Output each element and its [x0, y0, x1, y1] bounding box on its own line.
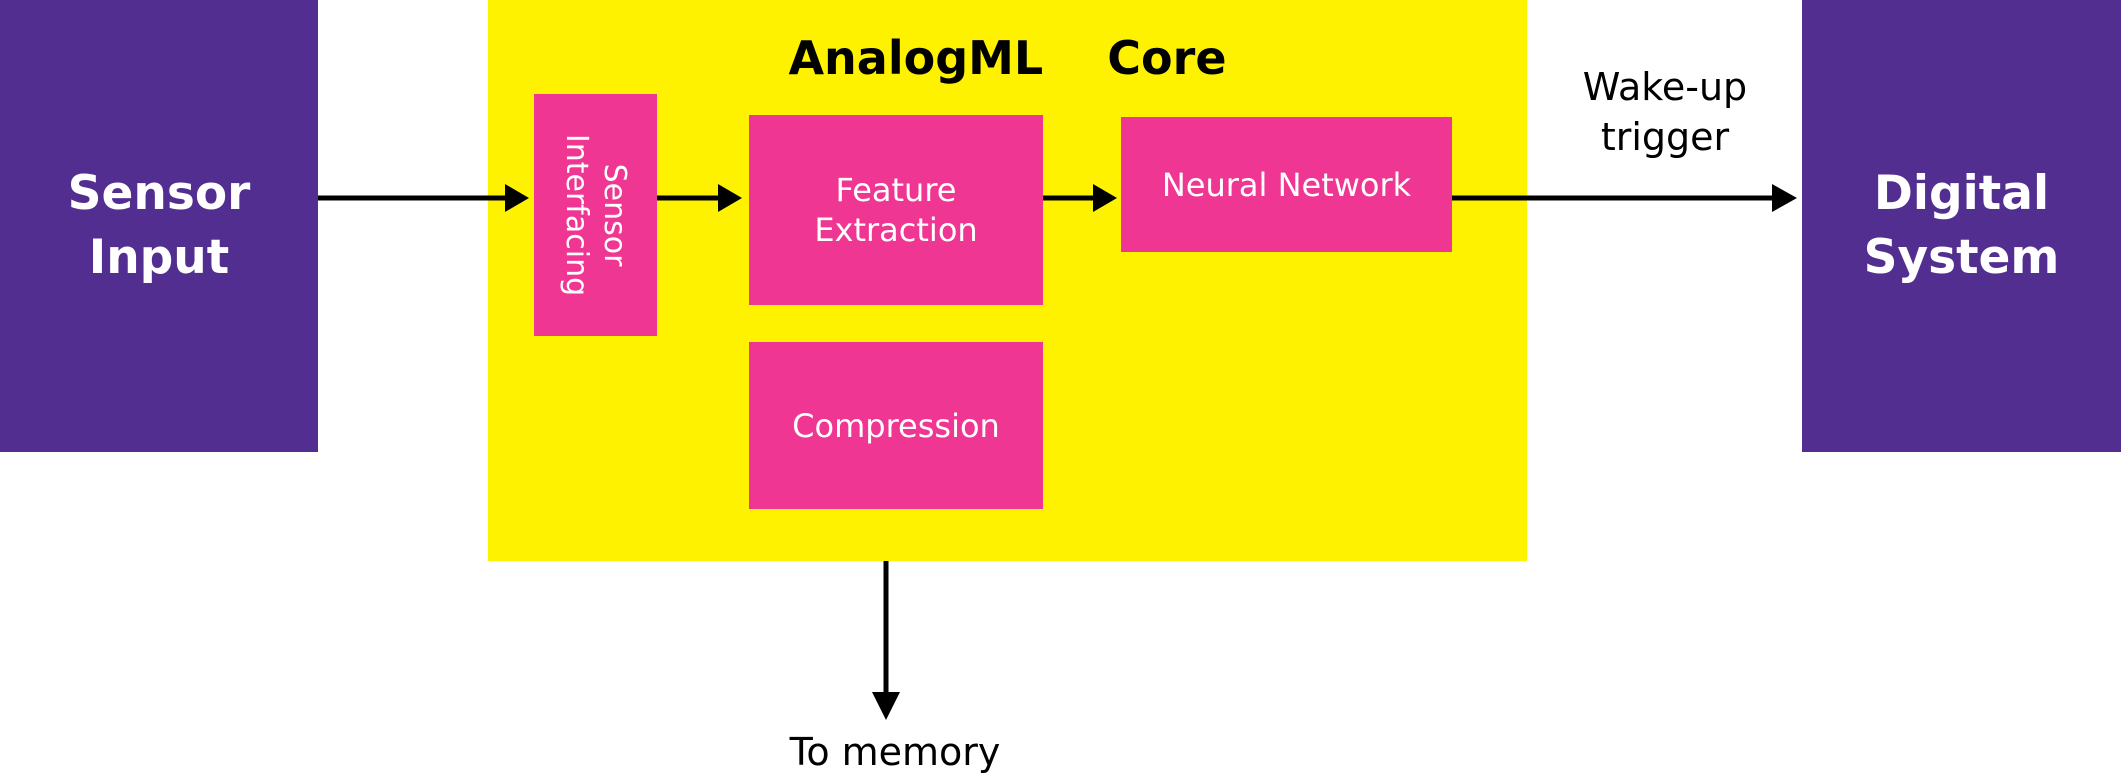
compression-block: Compression [749, 342, 1043, 509]
sensor-input-box: Sensor Input [0, 0, 318, 452]
compression-label: Compression [792, 406, 1000, 445]
to-memory-label: To memory [789, 730, 1001, 774]
sensor-interfacing-block: Sensor Interfacing [534, 94, 657, 336]
neural-network-label: Neural Network [1161, 165, 1412, 204]
arrowhead-4 [1772, 184, 1797, 212]
digital-system-box: Digital System [1802, 0, 2121, 452]
sensor-input-label: Sensor Input [67, 166, 251, 285]
core-title: AnalogML Core [788, 31, 1227, 85]
neural-network-block: Neural Network [1121, 117, 1452, 252]
feature-extraction-block: Feature Extraction [749, 115, 1043, 305]
wake-up-trigger-label: Wake-up trigger [1582, 65, 1748, 159]
arrowhead-3 [1093, 184, 1117, 212]
arrowhead-2 [718, 184, 742, 212]
arrowhead-1 [505, 184, 529, 212]
arrowhead-5 [872, 692, 900, 720]
feature-extraction-label: Feature Extraction [814, 171, 978, 249]
digital-system-label: Digital System [1863, 166, 2060, 285]
